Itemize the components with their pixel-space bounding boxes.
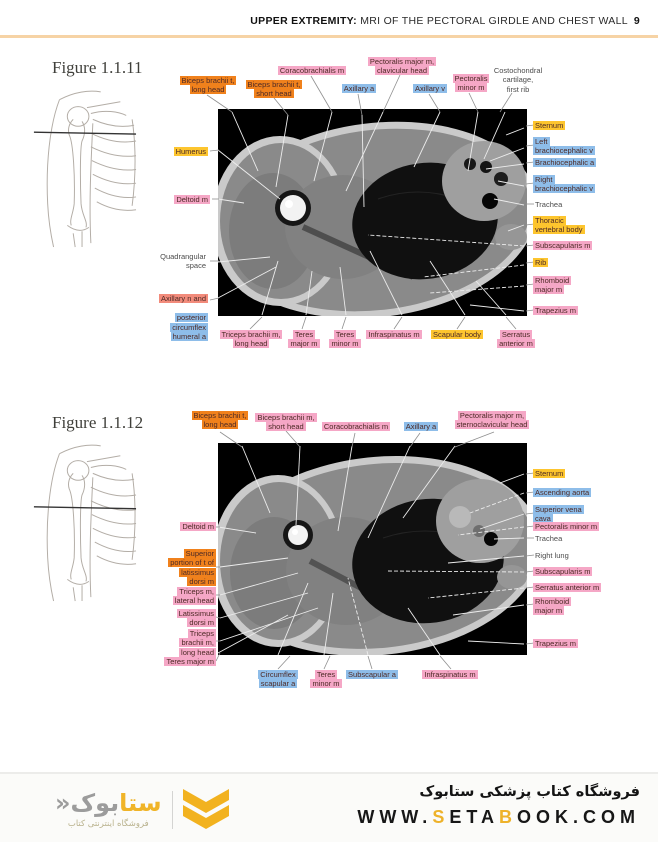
label-humerus: Humerus [173,147,208,156]
label-pectoralis-minor-2: Pectoralis minor m [533,522,600,531]
label-teres-minor-2: Teres minor m [310,670,342,689]
label-triceps-lateral-head: Triceps m, lateral head [172,587,216,606]
label-deltoid: Deltoid m [174,195,210,204]
label-coracobrachialis-2: Coracobrachialis m [321,422,391,431]
label-right-lung: Right lung [535,551,569,560]
slice-locator-diagram-1 [28,86,140,248]
logo-wordmark: ستابوک« فروشگاه اینترنتی کتاب [55,791,162,829]
label-deltoid-2: Deltoid m [180,522,216,531]
label-right-brachiocephalic-v: Right brachiocephalic v [533,175,595,194]
label-axillary-a: Axillary a [341,84,377,93]
label-trapezius-2: Trapezius m [533,639,578,648]
label-quadrangular-space: Quadrangular space [160,252,206,271]
label-subscapularis: Subscapularis m [533,241,593,250]
page-header: UPPER EXTREMITY: MRI OF THE PECTORAL GIR… [250,15,640,27]
logo-text-book: بوک [70,789,120,817]
logo-tagline: فروشگاه اینترنتی کتاب [67,819,149,829]
label-rhomboid-major-2: Rhomboid major m [533,597,572,616]
slice-level-line [33,506,137,510]
label-subscapular-a: Subscapular a [346,670,398,679]
label-scapular-body: Scapular body [431,330,483,339]
label-subscapularis-2: Subscapularis m [533,567,593,576]
label-infraspinatus-2: Infraspinatus m [422,670,478,679]
mri-axial-image-2 [218,443,527,655]
label-trapezius: Trapezius m [533,306,578,315]
label-axillary-a-2: Axillary a [403,422,439,431]
label-superior-vena-cava: Superior vena cava [533,505,584,524]
logo-guillemet: « [55,789,71,817]
label-teres-major: Teres major m [288,330,320,349]
store-name-farsi: فروشگاه کتاب پزشکی ستابوک [419,784,640,800]
label-rhomboid-major: Rhomboid major m [533,276,572,295]
mri-axial-image-1 [218,109,527,316]
label-thoracic-vertebral-body: Thoracic vertebral body [533,216,585,235]
website-url[interactable]: WWW.SETABOOK.COM [357,807,640,827]
label-teres-major-2: Teres major m [164,657,216,666]
url-letter-b: B [499,807,517,827]
footer-text: فروشگاه کتاب پزشکی ستابوک WWW.SETABOOK.C… [357,784,640,828]
page-number: 9 [633,15,640,27]
logo-divider [171,791,173,829]
label-latissimus-dorsi: Latissimus dorsi m [176,609,216,628]
figure1-title: Figure 1.1.11 [52,58,143,77]
label-trachea: Trachea [535,200,563,209]
label-serratus-anterior-2: Serratus anterior m [533,583,602,592]
internal-leader-lines [218,445,525,655]
label-biceps-brachii-long-head: Biceps brachii t, long head [179,76,237,95]
slice-level-line [33,131,137,135]
label-pectoralis-major-sternoclavicular: Pectoralis major m, sternoclavicular hea… [454,411,530,430]
label-brachiocephalic-a: Brachiocephalic a [533,158,597,167]
label-rib: Rib [533,258,549,267]
label-pectoralis-minor: Pectoralis minor m [452,74,490,93]
label-circumflex-scapular-a: Circumflex scapular a [258,670,298,689]
label-left-brachiocephalic-v: Left brachiocephalic v [533,137,595,156]
label-sternum-2: Sternum [533,469,566,478]
header-rule [0,35,658,38]
label-axillary-n-posterior-circumflex: Axillary n and posterior circumflex hume… [158,294,208,341]
label-biceps-brachii-short-head-2: Biceps brachii m, short head [255,413,317,432]
footer-band: ستابوک« فروشگاه اینترنتی کتاب فروشگاه کت… [0,772,658,842]
url-letter-s: S [432,807,450,827]
label-superior-portion-latissimus: Superior portion of t of latissimus dors… [168,549,216,587]
header-title: MRI OF THE PECTORAL GIRDLE AND CHEST WAL… [356,15,628,27]
header-section: UPPER EXTREMITY: [250,15,357,27]
label-serratus-anterior: Serratus anterior m [497,330,535,349]
label-triceps-brachii-long-head: Triceps brachii m, long head [219,330,283,349]
label-sternum: Sternum [533,121,566,130]
logo-text-seta: ستا [119,789,162,817]
label-infraspinatus: Infraspinatus m [366,330,422,339]
internal-leader-lines [218,111,525,316]
label-coracobrachialis: Coracobrachialis m [277,66,347,75]
label-triceps-brachii-long-head-2: Triceps brachii m, long head [179,629,216,657]
figure2-title: Figure 1.1.12 [52,413,144,432]
label-trachea-2: Trachea [535,534,563,543]
label-ascending-aorta: Ascending aorta [533,488,592,497]
label-teres-minor: Teres minor m [329,330,361,349]
label-pectoralis-major-clavicular: Pectoralis major m, clavicular head [367,57,437,76]
chevron-logo-icon [182,789,229,829]
label-costochondral-cartilage: Costochondral cartilage, first rib [493,66,543,94]
label-biceps-brachii-long-head-2: Biceps brachii t, long head [191,411,249,430]
label-biceps-brachii-short-head: Biceps brachii t, short head [245,80,303,99]
slice-locator-diagram-2 [28,440,140,602]
setabook-logo: ستابوک« فروشگاه اینترنتی کتاب [55,786,229,834]
label-axillary-v: Axillary v [412,84,447,93]
